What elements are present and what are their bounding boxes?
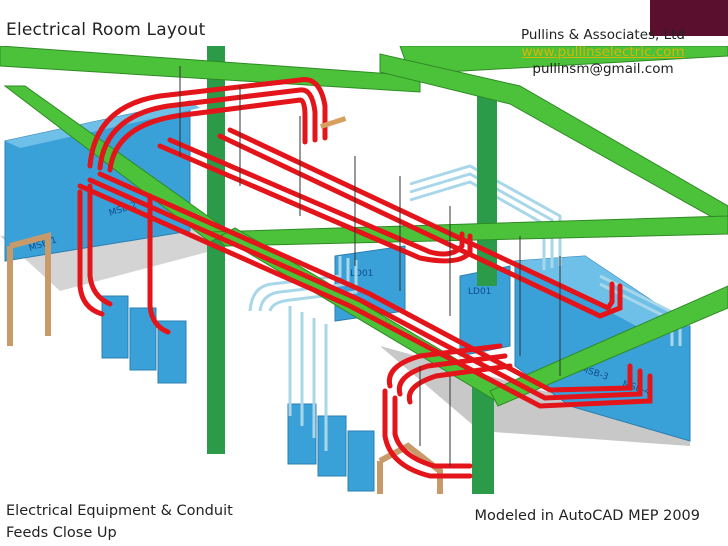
red-conduit-bundle	[77, 77, 653, 479]
equipment-label: LD01	[468, 287, 491, 297]
door-frame-left	[7, 232, 51, 346]
caption-right: Modeled in AutoCAD MEP 2009	[474, 508, 700, 524]
electrical-room-render: MSB-1 MSB-2 LD01 LD01 MSB-3 MSB-4	[0, 46, 728, 494]
cable-tray-piece	[320, 116, 347, 129]
company-name: Pullins & Associates, Ltd	[520, 27, 686, 43]
light-conduit-bundle	[248, 164, 682, 451]
equipment-top-right	[515, 256, 690, 328]
hanger-rods	[179, 66, 561, 466]
caption-left-line1: Electrical Equipment & Conduit	[6, 503, 233, 519]
caption-left-line2: Feeds Close Up	[6, 525, 117, 541]
company-block: Pullins & Associates, Ltd www.pullinsele…	[500, 27, 706, 78]
caption-left: Electrical Equipment & Conduit Feeds Clo…	[6, 500, 266, 544]
company-email: pullinsm@gmail.com	[532, 61, 674, 77]
disconnect-boxes-bottom	[287, 403, 375, 492]
equipment-label: LD01	[350, 269, 373, 279]
slide-title: Electrical Room Layout	[6, 20, 206, 40]
disconnect-boxes-left	[101, 295, 187, 384]
corner-accent	[650, 0, 728, 36]
company-url-link[interactable]: www.pullinselectric.com	[521, 44, 685, 60]
